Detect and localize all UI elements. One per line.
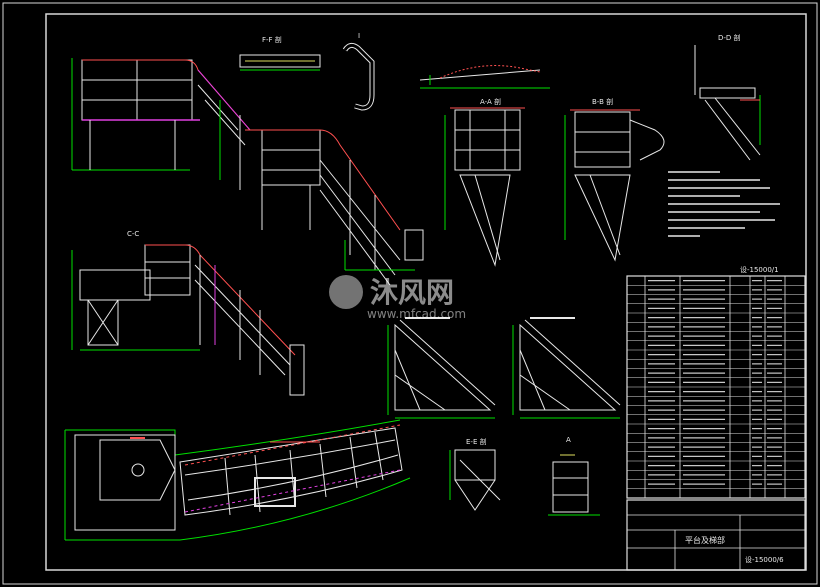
platform-plan — [64, 419, 411, 541]
drawing-frame — [45, 13, 807, 571]
detail-i-hook — [342, 42, 375, 111]
title-block-name: 平台及梯部 — [685, 535, 725, 545]
label-detail-i: I — [358, 32, 360, 40]
section-a-detail — [548, 454, 600, 516]
slope-detail — [419, 65, 550, 89]
label-section-bb: B-B 剖 — [592, 97, 613, 106]
section-bb — [564, 109, 665, 262]
watermark-url: www.mfcad.com — [367, 307, 466, 321]
triangle-bracket-right — [512, 317, 621, 419]
watermark-logo-icon — [329, 275, 363, 309]
drawing-code-main: 设-15000/1 — [740, 265, 779, 274]
triangle-bracket-left — [387, 317, 496, 419]
section-ff-detail — [239, 54, 321, 71]
label-section-cc: C-C — [127, 230, 139, 238]
notes-block — [668, 171, 780, 237]
label-section-a: A — [566, 436, 571, 444]
section-cc — [71, 244, 305, 396]
section-dd — [694, 45, 761, 161]
drawing-code-title: 设-15000/6 — [745, 555, 784, 564]
section-ee — [449, 449, 501, 511]
title-block — [626, 499, 806, 571]
watermark-brand: 沐风网 — [370, 276, 454, 309]
label-section-aa: A-A 剖 — [480, 97, 501, 106]
parts-table-rows — [627, 280, 805, 490]
section-aa — [444, 107, 525, 267]
platform-elevation-top — [71, 58, 424, 286]
label-section-ff: F-F 剖 — [262, 35, 282, 44]
label-section-dd: D-D 剖 — [718, 33, 741, 42]
label-section-ee: E-E 剖 — [466, 437, 487, 446]
watermark: 沐风网 www.mfcad.com — [329, 275, 466, 321]
